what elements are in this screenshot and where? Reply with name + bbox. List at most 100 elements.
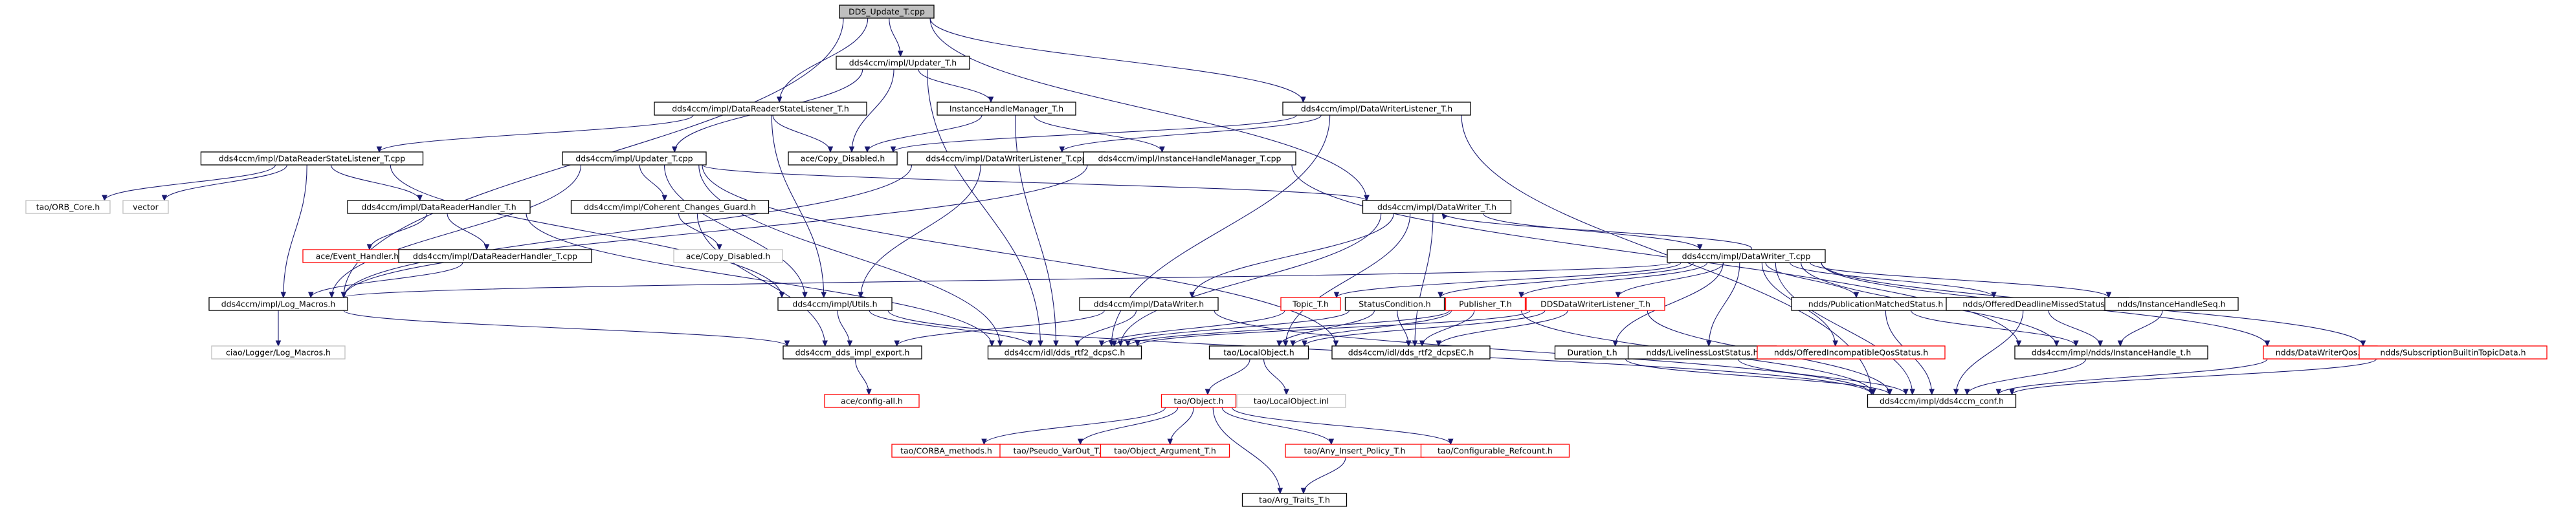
node-statuscondition-h[interactable]: StatusCondition.h <box>1344 297 1445 311</box>
edge-arrowhead <box>1436 340 1442 347</box>
node-ndds-publicationmatchedstatus-h[interactable]: ndds/PublicationMatchedStatus.h <box>1791 297 1960 311</box>
edge-dw_cpp-to-lls <box>1705 262 1740 347</box>
node-dds4ccm-impl-updater-t-cpp[interactable]: dds4ccm/impl/Updater_T.cpp <box>562 151 707 166</box>
node-ddsdatawriterlistener-t-h[interactable]: DDSDataWriterListener_T.h <box>1526 297 1665 311</box>
edge-arrowhead <box>1159 146 1165 153</box>
node-ndds-offeredincompatibleqosstatus-h[interactable]: ndds/OfferedIncompatibleQosStatus.h <box>1757 345 1946 360</box>
edge-arrowhead <box>776 96 783 103</box>
node-box <box>208 297 348 311</box>
edge-pub-to-dcpsec <box>1419 310 1475 347</box>
node-dds4ccm-dds-impl-export-h[interactable]: dds4ccm_dds_impl_export.h <box>783 345 922 360</box>
node-ace-config-all-h[interactable]: ace/config-all.h <box>824 394 920 408</box>
node-dds4ccm-impl-datareaderhandler-t-h[interactable]: dds4ccm/impl/DataReaderHandler_T.h <box>347 200 531 214</box>
node-dds4ccm-impl-datawriter-h[interactable]: dds4ccm/impl/DataWriter.h <box>1079 297 1219 311</box>
node-dds4ccm-idl-dds-rtf2-dcpsc-h[interactable]: dds4ccm/idl/dds_rtf2_dcpsC.h <box>987 345 1142 360</box>
node-ace-copy-disabled-h[interactable]: ace/Copy_Disabled.h <box>788 151 898 166</box>
node-dds4ccm-impl-datawriterlistener-t-h[interactable]: dds4ccm/impl/DataWriterListener_T.h <box>1282 102 1471 116</box>
node-tao-pseudo-varout-t-h[interactable]: tao/Pseudo_VarOut_T.h <box>999 444 1120 458</box>
edge-arrowhead <box>1059 146 1065 153</box>
node-label: Publisher_T.h <box>1459 299 1512 309</box>
node-dds4ccm-impl-datareaderstatelistener-t-cpp[interactable]: dds4ccm/impl/DataReaderStateListener_T.c… <box>200 151 424 166</box>
node-ndds-livelinessloststatus-h[interactable]: ndds/LivelinessLostStatus.h <box>1627 345 1777 360</box>
node-publisher-t-h[interactable]: Publisher_T.h <box>1445 297 1526 311</box>
edge-arrowhead <box>483 244 490 251</box>
node-tao-configurable-refcount-h[interactable]: tao/Configurable_Refcount.h <box>1420 444 1570 458</box>
edge-drh_h-to-ace_evt <box>366 213 427 251</box>
edge-drsl_h-to-drsl_cpp <box>376 114 694 153</box>
edge-arrowhead <box>1929 389 1935 396</box>
edge-arrowhead <box>1074 340 1080 347</box>
edge-drsl_cpp-to-utils <box>390 164 785 299</box>
node-tao-any-insert-policy-t-h[interactable]: tao/Any_Insert_Policy_T.h <box>1285 444 1425 458</box>
node-tao-localobject-h[interactable]: tao/LocalObject.h <box>1208 345 1309 360</box>
edge-arrowhead <box>989 340 995 347</box>
node-dds4ccm-impl-instancehandlemanager-t-cpp[interactable]: dds4ccm/impl/InstanceHandleManager_T.cpp <box>1083 151 1296 166</box>
node-dds4ccm-impl-ndds-instancehandle-t-h[interactable]: dds4ccm/impl/ndds/InstanceHandle_t.h <box>2014 345 2208 360</box>
node-label: dds4ccm/impl/DataReaderHandler_T.h <box>361 202 516 212</box>
node-tao-arg-traits-t-h[interactable]: tao/Arg_Traits_T.h <box>1241 493 1348 507</box>
node-ace-event-handler-h[interactable]: ace/Event_Handler.h <box>302 249 412 263</box>
node-label: DDS_Update_T.cpp <box>849 7 925 17</box>
node-box <box>1100 444 1230 458</box>
edge-utils-to-dcpsc <box>869 310 1034 347</box>
edge-arrowhead <box>280 292 287 299</box>
edge-arrowhead <box>1964 389 1970 396</box>
node-dds4ccm-impl-dds4ccm-conf-h[interactable]: dds4ccm/impl/dds4ccm_conf.h <box>1867 394 2017 408</box>
node-tao-object-argument-t-h[interactable]: tao/Object_Argument_T.h <box>1100 444 1230 458</box>
node-tao-object-h[interactable]: tao/Object.h <box>1160 394 1237 408</box>
node-label: dds4ccm/impl/Log_Macros.h <box>221 299 336 309</box>
node-tao-corba-methods-h[interactable]: tao/CORBA_methods.h <box>891 444 1001 458</box>
node-dds4ccm-impl-datawriter-t-h[interactable]: dds4ccm/impl/DataWriter_T.h <box>1362 200 1512 214</box>
node-dds4ccm-idl-dds-rtf2-dcpsec-h[interactable]: dds4ccm/idl/dds_rtf2_dcpsEC.h <box>1331 345 1491 360</box>
node-box <box>777 297 893 311</box>
edge-lls-to-confh <box>1737 358 1909 396</box>
node-label: tao/LocalObject.inl <box>1254 396 1329 406</box>
edge-dwl_cpp-to-logm <box>340 164 913 299</box>
node-topic-t-h[interactable]: Topic_T.h <box>1280 297 1341 311</box>
edge-dw_cpp-to-dw_h <box>1441 213 1752 250</box>
edge-arrowhead <box>2009 389 2015 396</box>
edge-ccg_h-to-export <box>696 213 828 347</box>
node-ndds-instancehandleseq-h[interactable]: ndds/InstanceHandleSeq.h <box>2104 297 2239 311</box>
edge-arrowhead <box>307 292 314 299</box>
node-label: dds4ccm/impl/DataReaderStateListener_T.h <box>672 104 849 114</box>
node-dds4ccm-impl-log-macros-h[interactable]: dds4ccm/impl/Log_Macros.h <box>208 297 348 311</box>
node-dds4ccm-impl-datareaderstatelistener-t-h[interactable]: dds4ccm/impl/DataReaderStateListener_T.h <box>654 102 867 116</box>
node-box <box>1208 345 1309 360</box>
node-duration-t-h[interactable]: Duration_t.h <box>1554 345 1630 360</box>
node-ndds-offereddeadlinemissedstatus-h[interactable]: ndds/OfferedDeadlineMissedStatus.h <box>1946 297 2129 311</box>
edge-arrowhead <box>827 146 834 153</box>
node-box <box>211 345 346 360</box>
edge-dwl_h-to-ace_copy1 <box>890 114 1297 153</box>
node-instancehandlemanager-t-h[interactable]: InstanceHandleManager_T.h <box>937 102 1076 116</box>
node-label: dds4ccm/impl/DataWriter_T.h <box>1377 202 1496 212</box>
edge-ddswl-to-dcpsc <box>1135 310 1531 347</box>
edge-arrowhead <box>671 146 678 153</box>
node-label: tao/CORBA_methods.h <box>900 446 992 456</box>
edge-drsl_cpp-to-logm <box>280 164 307 299</box>
node-dds4ccm-impl-datawriterlistener-t-cpp[interactable]: dds4ccm/impl/DataWriterListener_T.cpp <box>907 151 1106 166</box>
node-dds4ccm-impl-datawriter-t-cpp[interactable]: dds4ccm/impl/DataWriter_T.cpp <box>1667 249 1826 263</box>
edge-arrowhead <box>161 195 168 202</box>
node-dds4ccm-impl-datareaderhandler-t-cpp[interactable]: dds4ccm/impl/DataReaderHandler_T.cpp <box>398 249 592 263</box>
edge-arrowhead <box>1333 340 1339 347</box>
edge-arrowhead <box>275 340 282 347</box>
node-dds4ccm-impl-updater-t-h[interactable]: dds4ccm/impl/Updater_T.h <box>836 56 970 70</box>
edge-arrowhead <box>2073 340 2079 347</box>
edge-arrowhead <box>981 438 987 446</box>
node-dds4ccm-impl-utils-h[interactable]: dds4ccm/impl/Utils.h <box>777 297 893 311</box>
node-box <box>347 200 531 214</box>
edge-arrowhead <box>1290 340 1296 347</box>
node-label: dds4ccm/impl/Coherent_Changes_Guard.h <box>584 202 756 212</box>
edge-arrowhead <box>1953 389 1959 396</box>
edge-updater_cpp-to-dcpsec <box>702 164 1339 347</box>
node-dds4ccm-impl-coherent-changes-guard-h[interactable]: dds4ccm/impl/Coherent_Changes_Guard.h <box>570 200 770 214</box>
node-ndds-datawriterqos-h[interactable]: ndds/DataWriterQos.h <box>2263 345 2378 360</box>
node-box <box>2014 345 2208 360</box>
node-dds-update-t-cpp[interactable]: DDS_Update_T.cpp <box>839 5 935 19</box>
node-ndds-subscriptionbuiltintopicdata-h[interactable]: ndds/SubscriptionBuiltinTopicData.h <box>2359 345 2548 360</box>
edge-arrowhead <box>858 292 864 299</box>
edge-arrowhead <box>1991 292 1997 299</box>
edge-arrowhead <box>1995 389 2002 396</box>
